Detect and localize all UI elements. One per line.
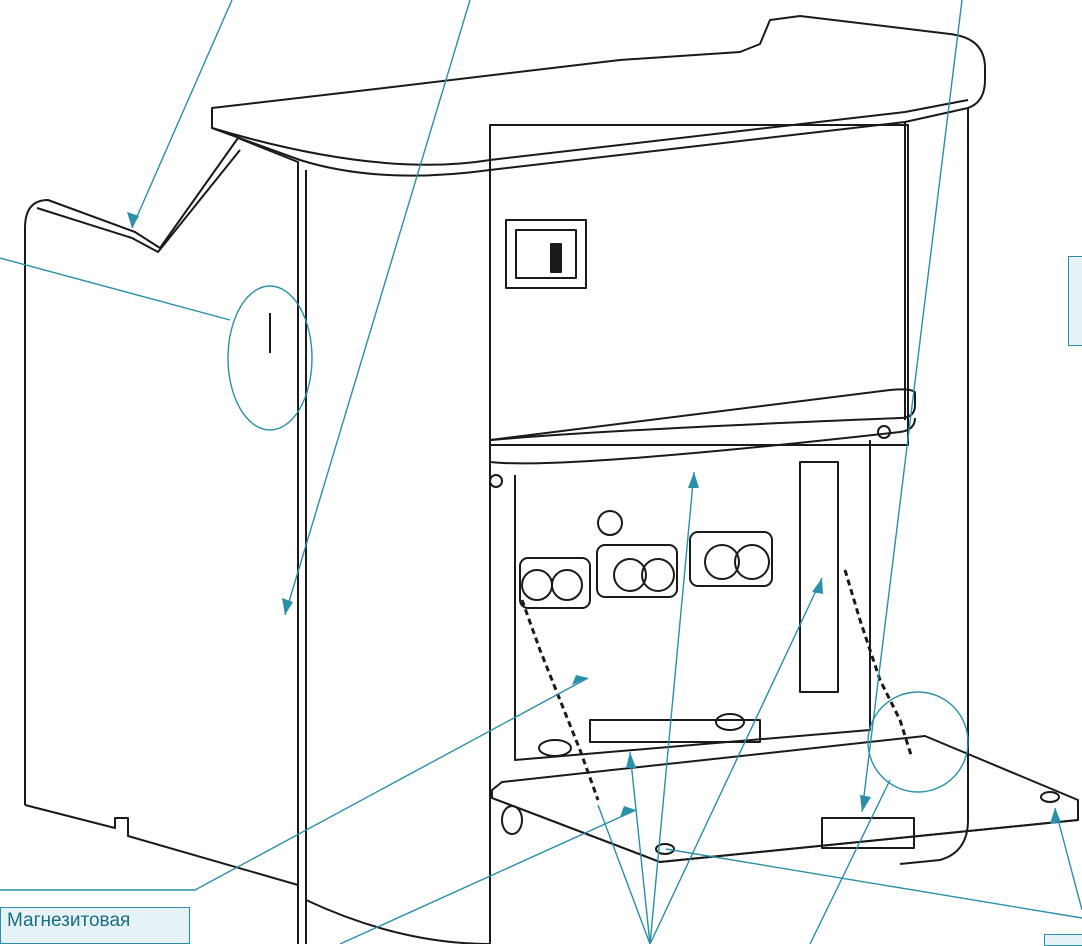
leader-bottom-2 (649, 471, 695, 944)
cable-slot (589, 719, 761, 743)
compartment-outline (514, 440, 871, 761)
arrowhead-7 (626, 752, 636, 768)
leader-right-screw (1054, 807, 1082, 911)
leader-main-label (0, 677, 589, 891)
chain-right (843, 569, 914, 759)
leader-bottom-5 (597, 804, 651, 944)
shelf-screw-right (1040, 791, 1060, 803)
leader-left-1 (0, 257, 231, 321)
socket-right (689, 531, 773, 587)
mid-shelf-front (489, 417, 916, 465)
card-reader-slot (515, 229, 577, 279)
card-reader-detail (550, 243, 562, 273)
top-counter (211, 15, 986, 177)
left-grommet (538, 739, 572, 757)
compartment-right-wall (799, 461, 839, 693)
leader-bottom-right (665, 848, 1082, 919)
callout-label-right-top (1068, 256, 1082, 346)
detail-circle-right (867, 691, 969, 793)
arrowhead-4 (572, 675, 588, 685)
top-counter-front-edge (211, 99, 969, 166)
lower-cabinet-bottom (305, 899, 491, 944)
shelf-screw-left (655, 843, 675, 855)
mid-shelf (489, 388, 916, 441)
arrowhead-8 (812, 578, 823, 594)
socket-left (519, 557, 591, 609)
fold-down-shelf-edge (491, 797, 1079, 863)
callout-label-magnesite: Магнезитовая (0, 907, 190, 944)
socket-middle (596, 544, 678, 598)
leader-bottom-6 (809, 779, 891, 944)
side-panel-outline (24, 137, 299, 944)
arrowhead-5 (620, 806, 636, 817)
screw-right (877, 425, 891, 439)
leader-top-3 (861, 0, 963, 813)
leader-bottom-4 (649, 577, 823, 944)
leader-bottom-1 (339, 809, 637, 944)
chain-left (520, 599, 600, 801)
side-panel-edge (36, 149, 241, 253)
detail-circle-left (227, 285, 313, 431)
card-reader-frame (505, 219, 587, 289)
arrowhead-9 (1050, 808, 1061, 824)
leader-top-2 (284, 0, 471, 616)
shelf-handle (821, 817, 915, 849)
cable-grommet (715, 713, 745, 731)
upper-front-panel (489, 124, 909, 446)
leader-bottom-3 (629, 751, 651, 944)
arrowhead-6 (688, 472, 699, 488)
leader-top-1 (131, 0, 233, 229)
callout-label-right-bottom (1044, 934, 1082, 946)
arrowhead-2 (282, 598, 293, 615)
side-panel-bottom (24, 804, 299, 886)
indicator-lamp (597, 510, 623, 536)
shelf-hinge (501, 805, 523, 835)
screw-left (489, 474, 503, 488)
arrowhead-3 (860, 795, 871, 812)
arrowhead-1 (127, 212, 139, 228)
right-cabinet-side (899, 108, 969, 865)
